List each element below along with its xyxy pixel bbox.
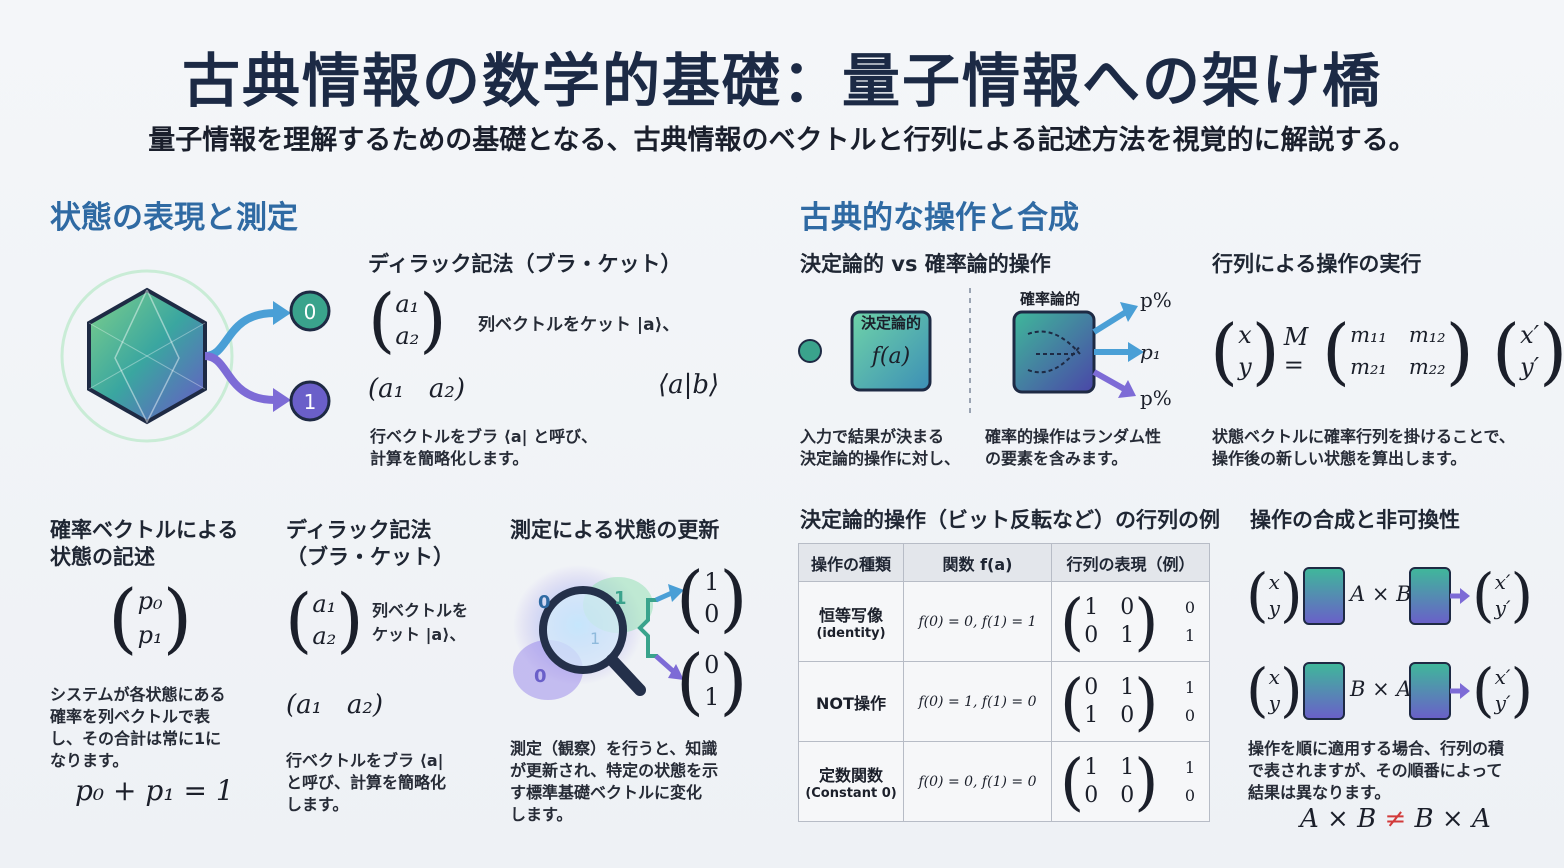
dirac-bottom-heading-2: （ブラ・ケット） (286, 545, 454, 569)
hexagon-gem-icon (87, 287, 207, 425)
ket-column-vector-bottom: ( a₁ a₂ ) (285, 579, 364, 661)
matrix-block-icon (1409, 567, 1451, 625)
svg-text:0: 0 (304, 300, 317, 324)
page-subtitle: 量子情報を理解するための基礎となる、古典情報のベクトルと行列による記述方法を視覚… (148, 125, 1416, 156)
prob-box-label: 確率論的 (1020, 290, 1081, 308)
page-title: 古典情報の数学的基礎：量子情報への架け橋 (181, 47, 1382, 115)
composition-row-1-shapes (1303, 567, 1470, 625)
node-one (289, 380, 331, 422)
section-heading-states: 状態の表現と測定 (50, 200, 298, 236)
det-box-func: f(a) (871, 344, 911, 369)
matrix-block-icon (1409, 662, 1451, 720)
det-vs-prob-diagram (798, 288, 1144, 414)
col-header-type: 操作の種類 (798, 543, 904, 582)
prob-sum-equation: p₀ + p₁ = 1 (75, 774, 234, 807)
composition-desc: 操作を順に適用する場合、行列の積 で表されますが、その順番によって 結果は異なり… (1248, 739, 1505, 802)
basis-vector-1: ( 1 0 ) (676, 556, 748, 640)
col-header-func: 関数 f(a) (903, 543, 1052, 582)
svg-text:0: 0 (534, 666, 547, 687)
magnifier-icon (539, 586, 627, 674)
dirac-bottom-desc: 行ベクトルをブラ ⟨a| と呼び、計算を簡略化 します。 (286, 751, 447, 814)
cell-type: 定数関数 (Constant 0) (798, 741, 904, 822)
basis-vector-2: ( 0 1 ) (676, 639, 748, 723)
magnifier-diagram: 0 1 1 0 (513, 565, 684, 700)
measurement-heading: 測定による状態の更新 (510, 518, 720, 542)
svg-text:1: 1 (304, 390, 317, 414)
arrow-label-bottom: p% (1140, 386, 1172, 410)
ket-line-2: ケット |a⟩、 (372, 625, 466, 644)
cell-type: 恒等写像 (identity) (798, 581, 904, 662)
measurement-desc: 測定（観察）を行うと、知識 が更新され、特定の状態を示 す標準基礎ベクトルに変化… (510, 739, 719, 824)
braket-notation: ⟨a|b⟩ (658, 370, 720, 400)
col-header-matrix: 行列の表現（例） (1051, 543, 1210, 582)
halo-ring (60, 269, 234, 443)
matrix-block-icon (1303, 567, 1345, 625)
bra-row-vector-bottom: (a₁ a₂) (286, 690, 383, 720)
svg-text:1: 1 (590, 629, 600, 648)
composition-output-2: ( x′ y′ ) (1472, 656, 1534, 724)
non-commutative-inequality: A × B ≠ B × A (1300, 804, 1491, 834)
composition-input-2: ( x y ) (1246, 656, 1303, 724)
composition-row-2-shapes (1303, 662, 1470, 720)
composition-output-1: ( x′ y′ ) (1472, 561, 1534, 629)
prob-desc-right: 確率的操作はランダム性 の要素を含みます。 (985, 427, 1162, 468)
bra-desc-1: 行ベクトルをブラ ⟨a| と呼び、 (370, 427, 598, 446)
ket-label: 列ベクトルをケット |a⟩、 (478, 315, 680, 335)
det-desc: 入力で結果が決まる 決定論的操作に対し、 (800, 427, 961, 468)
dirac-bottom-heading-1: ディラック記法 (286, 518, 432, 542)
table-row: 定数関数 (Constant 0) f(0) = 0, f(1) = 0 ( 1… (798, 741, 1210, 822)
matrix-equation: ( x y ) M = ( m₁₁ m₁₂ m₂₁ m₂₂ ) ( x′ y′ … (1210, 309, 1564, 393)
cell-func: f(0) = 1, f(1) = 0 (903, 661, 1052, 742)
arrow-label-top: p% (1140, 288, 1172, 312)
prob-column-vector: ( p₀ p₁ ) (108, 573, 193, 662)
matrix-exec-desc: 状態ベクトルに確率行列を掛けることで、 操作後の新しい状態を算出します。 (1212, 427, 1515, 468)
operations-table: 操作の種類 関数 f(a) 行列の表現（例） 恒等写像 (identity) f… (798, 543, 1210, 822)
probabilistic-box (1012, 310, 1096, 394)
composition-heading: 操作の合成と非可換性 (1250, 508, 1460, 532)
table-header-row: 操作の種類 関数 f(a) 行列の表現（例） (798, 543, 1210, 582)
dirac-top-heading: ディラック記法（ブラ・ケット） (368, 252, 682, 276)
arrow-label-mid: p₁ (1140, 340, 1161, 364)
det-box-label: 決定論的 (860, 314, 921, 332)
cell-func: f(0) = 0, f(1) = 1 (903, 581, 1052, 662)
gem-branch-diagram: 0 1 (60, 269, 331, 443)
cell-type: NOT操作 (798, 661, 904, 742)
bra-row-vector: (a₁ a₂) (368, 374, 465, 404)
prob-vector-heading-2: 状態の記述 (50, 545, 155, 569)
composition-label-ab: A × B (1350, 582, 1412, 606)
bra-desc-2: 計算を簡略化します。 (370, 449, 529, 468)
matrix-block-icon (1303, 662, 1345, 720)
det-vs-prob-heading: 決定論的 vs 確率論的操作 (800, 252, 1051, 276)
section-heading-operations: 古典的な操作と合成 (800, 200, 1079, 236)
matrix-exec-heading: 行列による操作の実行 (1212, 252, 1422, 276)
composition-label-ba: B × A (1350, 677, 1412, 701)
ket-line-1: 列ベクトルを (372, 601, 469, 620)
branch-arrow-1 (204, 352, 276, 404)
input-dot (798, 339, 822, 363)
node-zero (289, 290, 331, 332)
table-heading: 決定論的操作（ビット反転など）の行列の例 (800, 508, 1220, 532)
composition-input-1: ( x y ) (1246, 561, 1303, 629)
ket-column-vector: ( a₁ a₂ ) (368, 279, 447, 361)
svg-text:1: 1 (614, 588, 627, 609)
branch-arrow-0 (204, 309, 276, 360)
prob-desc: システムが各状態にある 確率を列ベクトルで表 し、その合計は常に1に なります。 (50, 685, 226, 770)
deterministic-box (850, 310, 932, 392)
prob-vector-heading-1: 確率ベクトルによる (50, 518, 239, 542)
cell-func: f(0) = 0, f(1) = 0 (903, 741, 1052, 822)
svg-text:0: 0 (538, 592, 551, 613)
